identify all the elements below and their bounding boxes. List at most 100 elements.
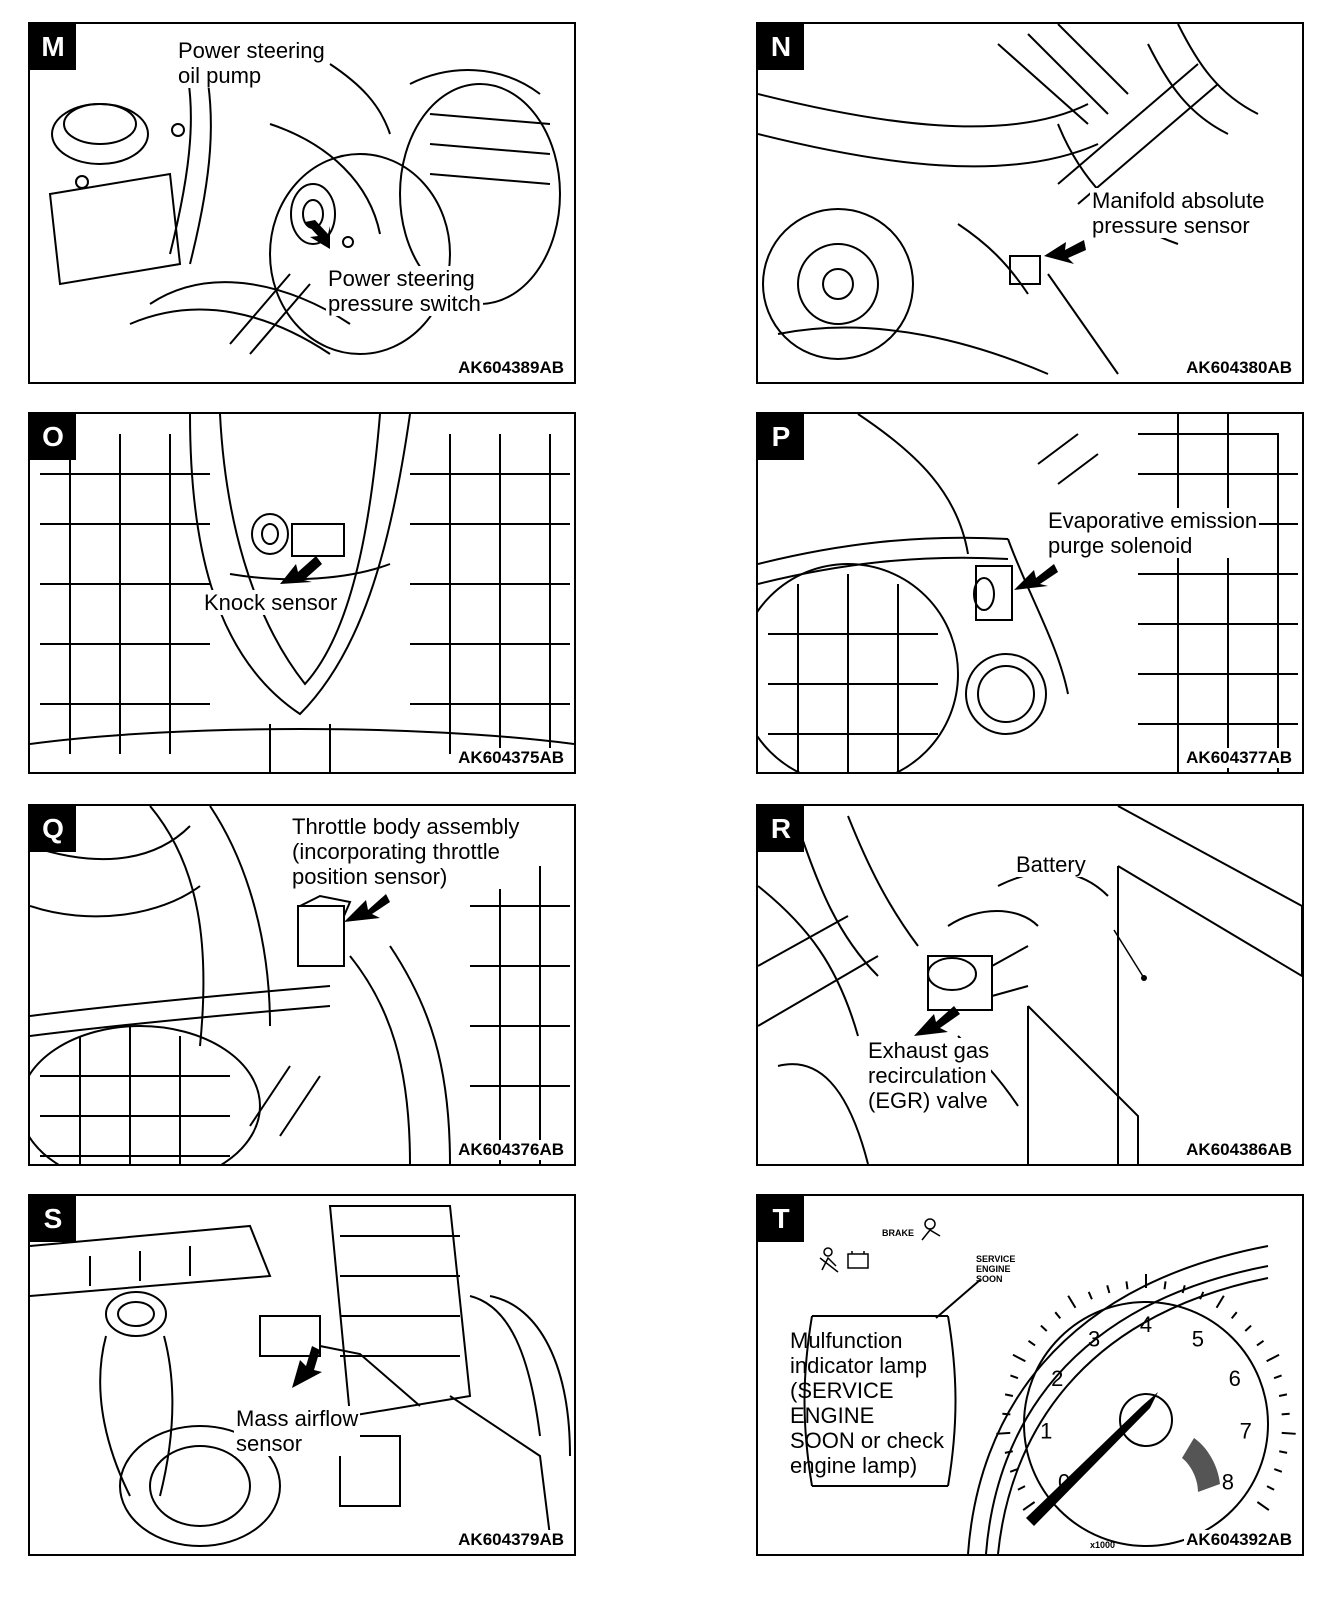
label-line: purge solenoid — [1048, 533, 1193, 558]
label-line: recirculation — [868, 1063, 987, 1088]
service-indicator-line-3: SOON — [976, 1274, 1003, 1284]
label-line: Power steering — [178, 38, 325, 63]
label-line: sensor — [236, 1431, 303, 1456]
power-steering-pressure-switch-label: Power steering pressure switch — [326, 266, 483, 316]
label-line: pressure switch — [328, 291, 481, 316]
gauge-tick — [1106, 1285, 1111, 1294]
panel-letter: M — [30, 24, 76, 70]
gauge-number: 8 — [1222, 1469, 1234, 1494]
egr-valve-label: Exhaust gas recirculation (EGR) valve — [866, 1038, 992, 1113]
panel-letter: Q — [30, 806, 76, 852]
gauge-number: 3 — [1088, 1327, 1100, 1352]
gauge-tick — [1022, 1501, 1036, 1511]
battery-label: Battery — [1014, 852, 1088, 877]
gauge-tick — [1010, 1374, 1019, 1380]
label-line: SOON or check — [790, 1428, 945, 1453]
gauge-tick — [1199, 1291, 1205, 1300]
knock-sensor-illustration — [30, 414, 574, 772]
gauge-number: 5 — [1192, 1327, 1204, 1352]
purge-solenoid-illustration — [758, 414, 1298, 772]
label-line: Battery — [1016, 852, 1086, 877]
gauge-tick — [1125, 1281, 1129, 1290]
gauge-tick — [1009, 1468, 1019, 1473]
figure-code: AK604377AB — [1184, 748, 1294, 768]
gauge-tick — [1266, 1485, 1275, 1491]
figure-code: AK604376AB — [456, 1140, 566, 1160]
label-line: oil pump — [178, 63, 262, 88]
panel-n: N Manifold absolute pressure sensor AK60… — [756, 22, 1304, 384]
gauge-tick — [1266, 1353, 1280, 1363]
label-line: Knock sensor — [204, 590, 338, 615]
throttle-body-illustration — [30, 806, 570, 1164]
label-line: Mass airflow — [236, 1406, 359, 1431]
gauge-tick — [1004, 1450, 1013, 1454]
power-steering-oil-pump-label: Power steering oil pump — [176, 38, 327, 88]
service-indicator-line-2: ENGINE — [976, 1264, 1011, 1274]
label-line: Throttle body assembly — [292, 814, 520, 839]
label-line: (incorporating throttle — [292, 839, 500, 864]
gauge-tick — [1004, 1393, 1014, 1397]
gauge-number: 1 — [1040, 1419, 1052, 1444]
panel-m: M Power steering oil pump Power steering… — [28, 22, 576, 384]
label-line: engine lamp) — [790, 1453, 918, 1478]
panel-letter: N — [758, 24, 804, 70]
gauge-tick — [1230, 1311, 1238, 1320]
gauge-tick — [1012, 1353, 1026, 1363]
label-line: indicator lamp — [790, 1353, 927, 1378]
mass-airflow-sensor-illustration — [30, 1205, 571, 1547]
gauge-tick — [1017, 1485, 1026, 1491]
gauge-ticks — [996, 1274, 1296, 1511]
panel-letter: O — [30, 414, 76, 460]
gauge-tick — [1027, 1339, 1036, 1347]
throttle-body-assembly-label: Throttle body assembly (incorporating th… — [290, 814, 522, 889]
airbag-icon — [921, 1218, 941, 1241]
knock-sensor-label: Knock sensor — [202, 590, 340, 615]
gauge-unit: x1000 — [1090, 1540, 1115, 1550]
gauge-tick — [1163, 1281, 1167, 1290]
gauge-tick — [1281, 1412, 1290, 1416]
figure-code: AK604380AB — [1184, 358, 1294, 378]
gauge-tick — [1244, 1324, 1252, 1332]
gauge-tick — [1215, 1295, 1225, 1309]
label-line: ENGINE — [790, 1403, 875, 1428]
manifold-absolute-pressure-sensor-label: Manifold absolute pressure sensor — [1090, 188, 1267, 238]
gauge-tick — [1256, 1339, 1265, 1347]
label-line: Mulfunction — [790, 1328, 903, 1353]
label-line: Power steering — [328, 266, 475, 291]
gauge-tick — [996, 1431, 1011, 1435]
panel-letter: P — [758, 414, 804, 460]
figure-code: AK604386AB — [1184, 1140, 1294, 1160]
gauge-tick — [1040, 1324, 1048, 1332]
gauge-tick — [1278, 1393, 1288, 1397]
map-sensor-illustration — [758, 24, 1259, 375]
panel-letter: S — [30, 1196, 76, 1242]
panel-r: R Battery Exhaust gas recirculation (EGR… — [756, 804, 1304, 1166]
gauge-number: 7 — [1240, 1419, 1252, 1444]
figure-code: AK604379AB — [456, 1530, 566, 1550]
label-line: (EGR) valve — [868, 1088, 988, 1113]
panel-p: P Evaporative emission purge solenoid AK… — [756, 412, 1304, 774]
label-line: pressure sensor — [1092, 213, 1250, 238]
figure-code: AK604389AB — [456, 358, 566, 378]
egr-valve-illustration — [758, 806, 1302, 1164]
label-line: Exhaust gas — [868, 1038, 990, 1063]
panel-letter: R — [758, 806, 804, 852]
figure-code: AK604375AB — [456, 748, 566, 768]
gauge-number: 0 — [1058, 1469, 1070, 1494]
gauge-tick — [1054, 1311, 1062, 1320]
label-line: (SERVICE — [790, 1378, 894, 1403]
gauge-tick — [1281, 1431, 1296, 1435]
mass-airflow-sensor-label: Mass airflow sensor — [234, 1406, 361, 1456]
gauge-tick — [1087, 1291, 1093, 1300]
gauge-tick — [1002, 1412, 1011, 1416]
service-indicator-line-1: SERVICE — [976, 1254, 1015, 1264]
gauge-number: 2 — [1051, 1366, 1063, 1391]
gauge-tick — [1067, 1295, 1077, 1309]
battery-icon — [847, 1251, 869, 1269]
gauge-number: 4 — [1140, 1312, 1152, 1337]
gauge-tick — [1181, 1285, 1186, 1294]
gauge-tick — [1273, 1468, 1283, 1473]
